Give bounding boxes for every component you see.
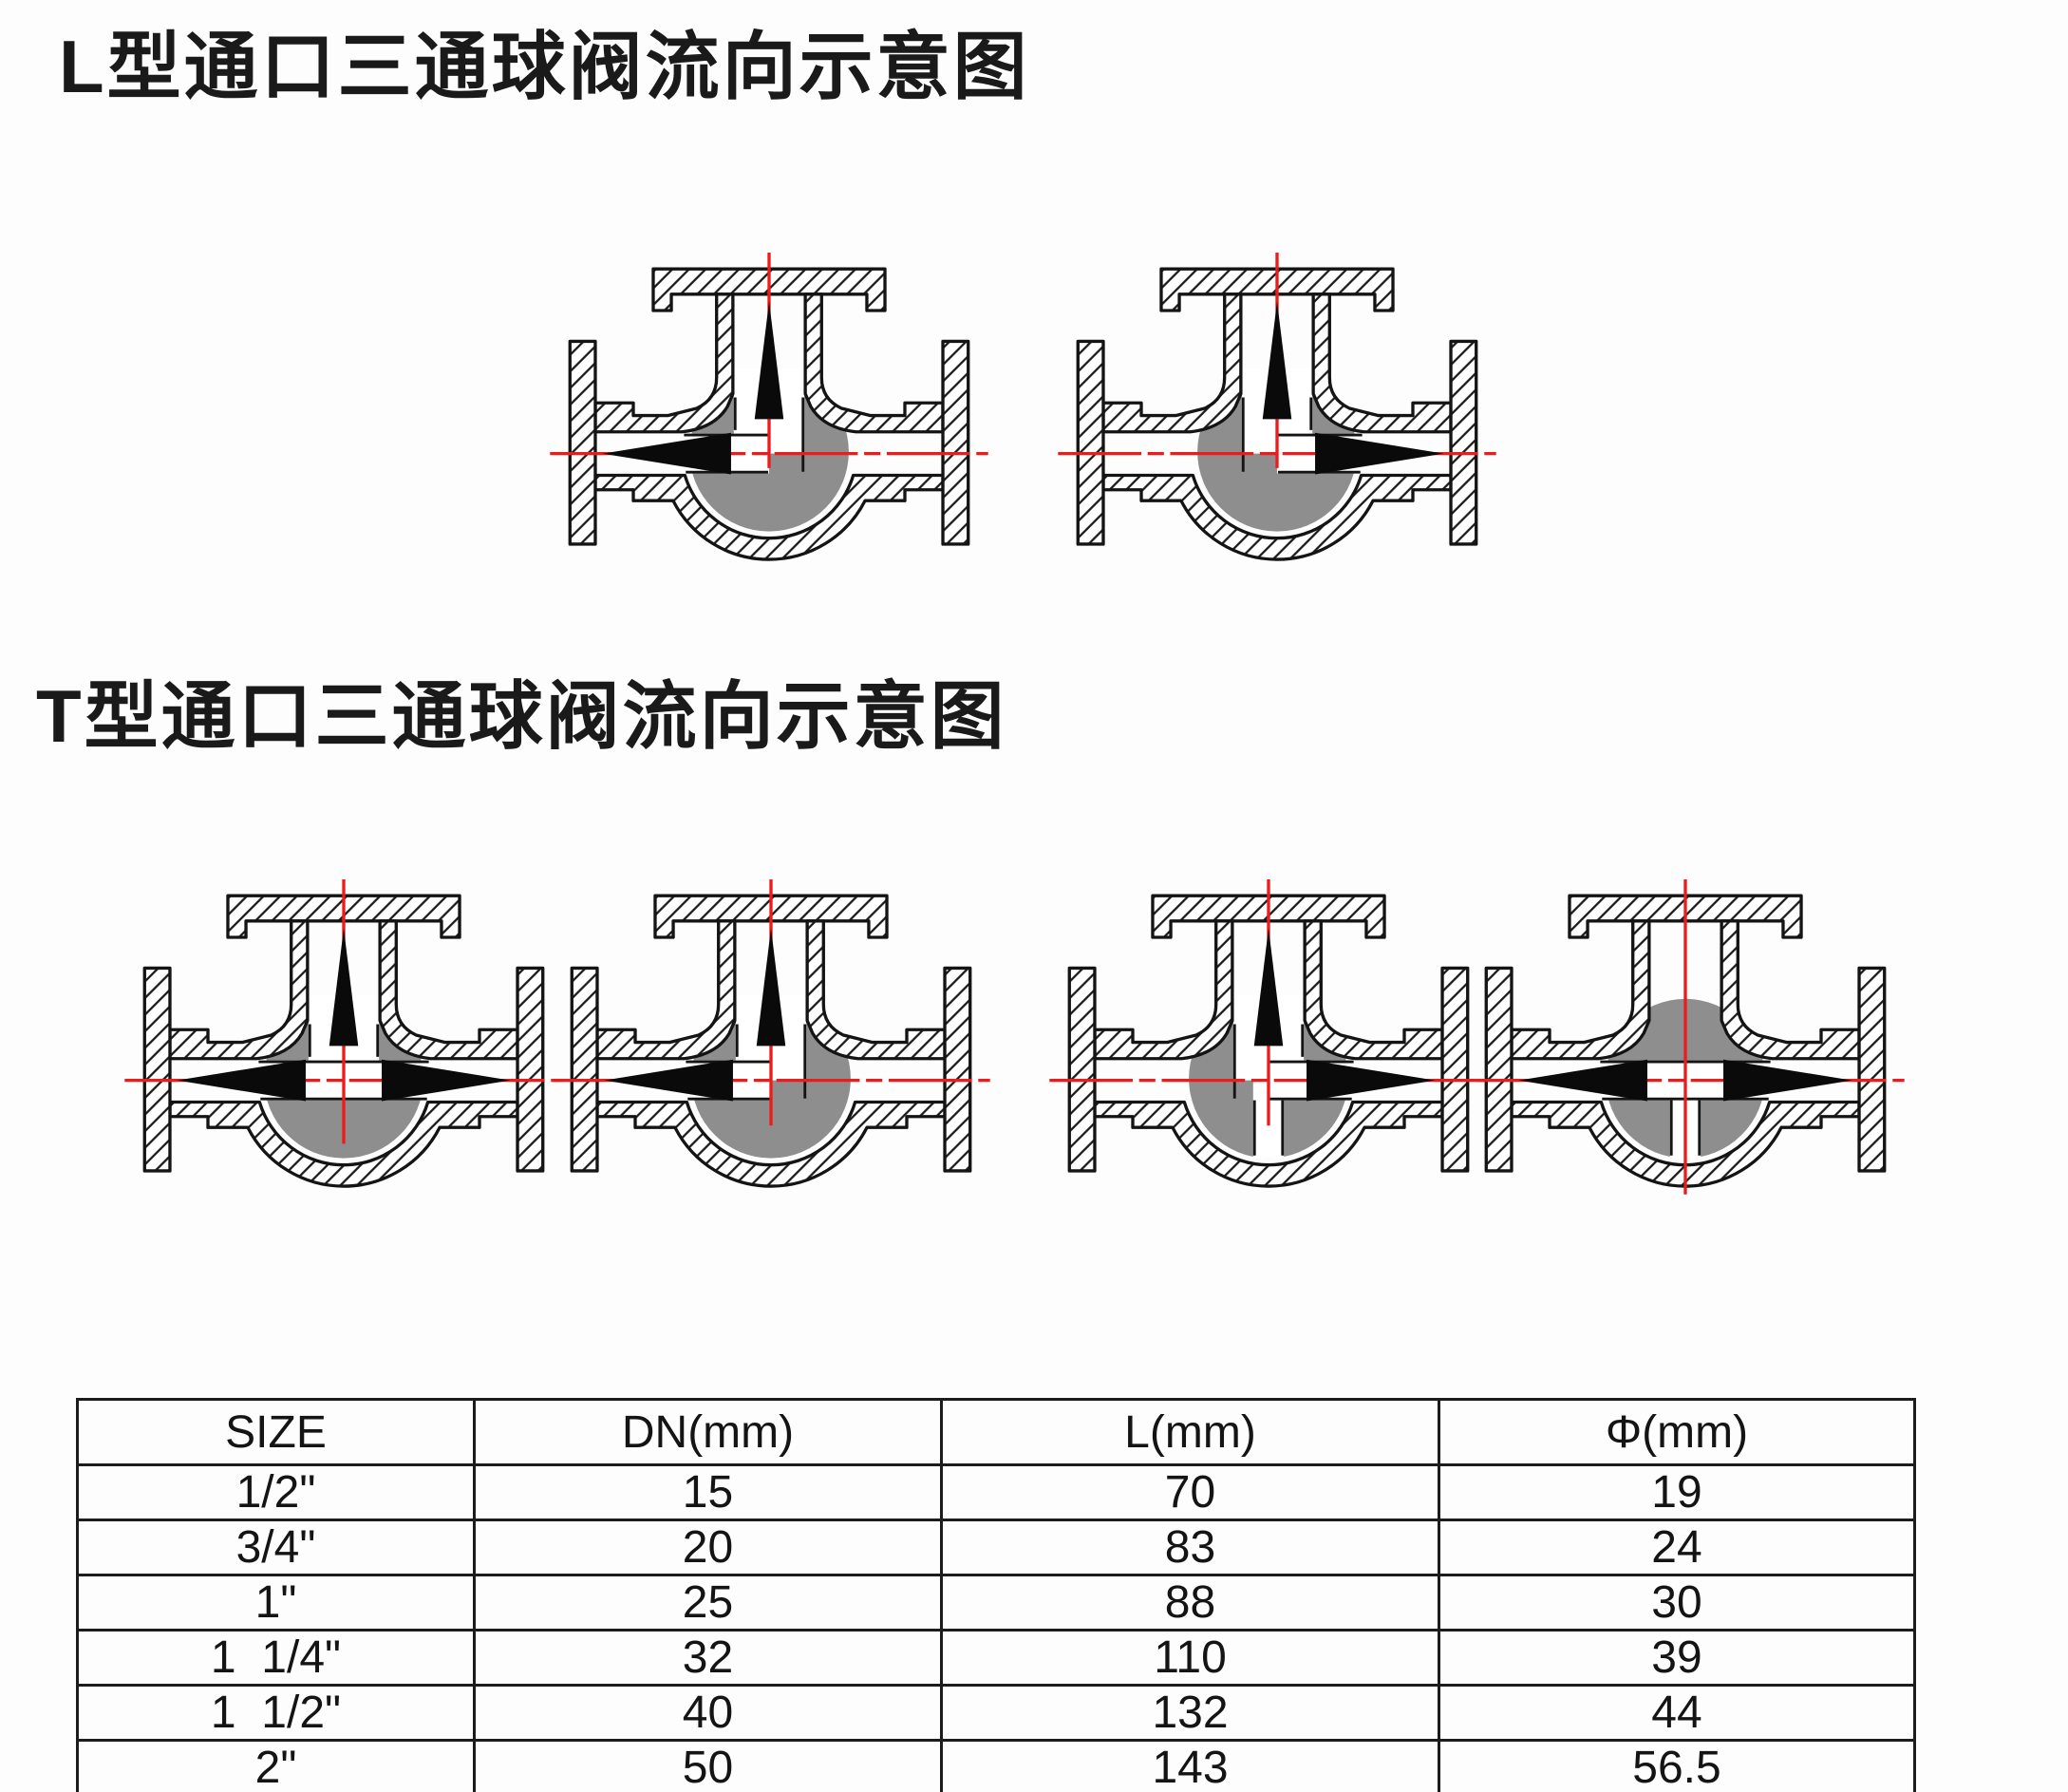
table-row: 3/4" 20 83 24: [76, 1518, 1916, 1576]
t-type-section-title: T型通口三通球阀流向示意图: [36, 674, 1007, 758]
table-row: 1" 25 88 30: [76, 1574, 1916, 1632]
table-row: 2" 50 143 56.5: [76, 1739, 1916, 1792]
table-row: 1 1/4" 32 110 39: [76, 1629, 1916, 1687]
l-type-valve-diagram-2: [1058, 253, 1496, 582]
t-type-valve-diagram-3: [1049, 879, 1488, 1209]
table-row: 1 1/2" 40 132 44: [76, 1684, 1916, 1742]
table-header-row: SIZE DN(mm) L(mm) Φ(mm): [76, 1398, 1916, 1466]
col-header-dn: DN(mm): [473, 1398, 943, 1466]
l-type-valve-diagram-1: [550, 253, 988, 582]
t-type-valve-diagram-4: [1466, 879, 1905, 1209]
l-type-section-title: L型通口三通球阀流向示意图: [59, 25, 1030, 108]
table-row: 1/2" 15 70 19: [76, 1463, 1916, 1521]
dimensions-table: SIZE DN(mm) L(mm) Φ(mm) 1/2" 15 70 19 3/…: [76, 1398, 1916, 1792]
t-type-valve-diagram-2: [552, 879, 990, 1209]
t-type-valve-diagram-1: [124, 879, 563, 1209]
col-header-size: SIZE: [76, 1398, 476, 1466]
col-header-phi: Φ(mm): [1438, 1398, 1916, 1466]
col-header-l: L(mm): [940, 1398, 1440, 1466]
